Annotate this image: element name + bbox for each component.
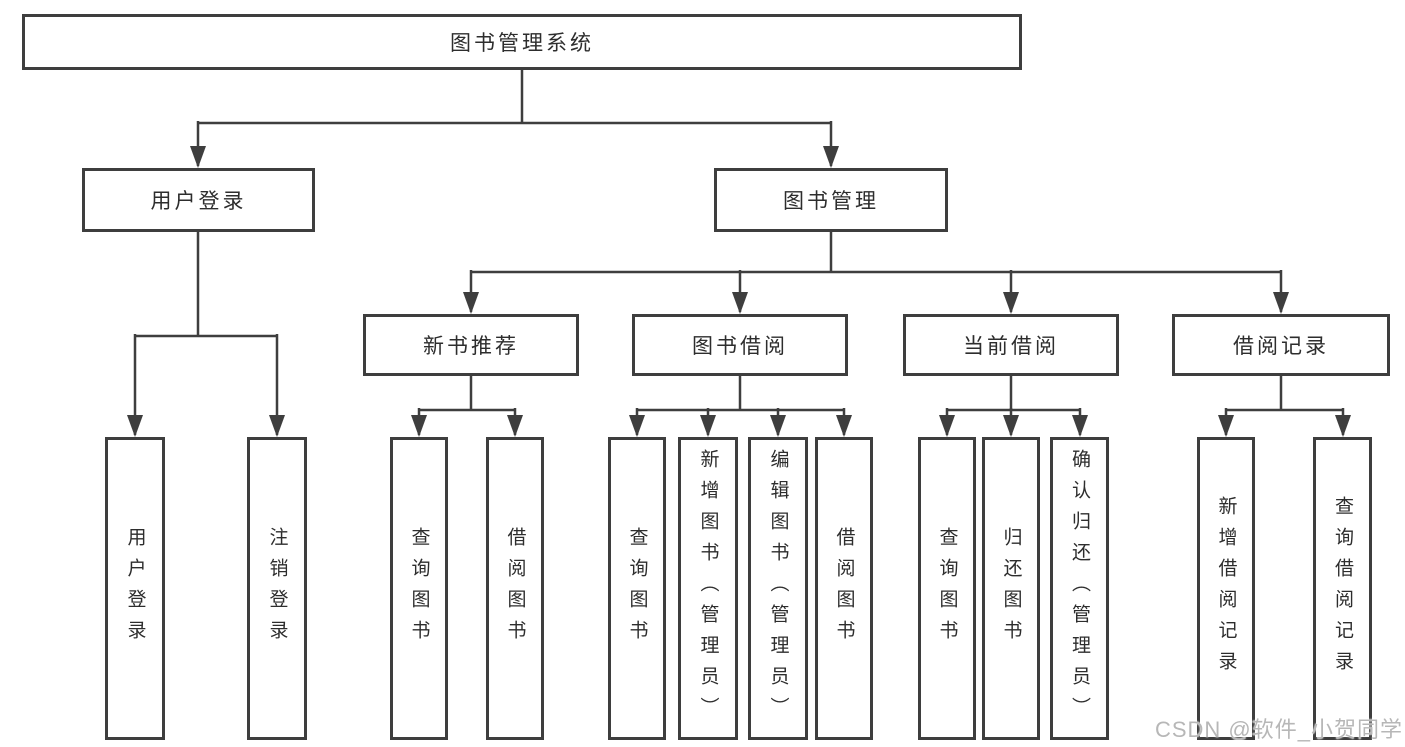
node-borrowing-records: 借阅记录 bbox=[1172, 314, 1390, 376]
node-leaf-user-login: 用户登录 bbox=[105, 437, 165, 740]
node-current-borrowing: 当前借阅 bbox=[903, 314, 1119, 376]
node-leaf-borrow-borrow: 借阅图书 bbox=[815, 437, 873, 740]
csdn-watermark: CSDN @软件_小贺同学 bbox=[1154, 717, 1403, 742]
node-leaf-records-query-label: 查询借阅记录 bbox=[1332, 495, 1353, 682]
node-leaf-current-query: 查询图书 bbox=[918, 437, 976, 740]
node-leaf-logout: 注销登录 bbox=[247, 437, 307, 740]
node-leaf-borrow-edit-label: 编辑图书（管理员） bbox=[767, 449, 789, 728]
node-book-borrowing: 图书借阅 bbox=[632, 314, 848, 376]
node-new-book-recommend-label: 新书推荐 bbox=[423, 335, 519, 358]
node-borrowing-records-label: 借阅记录 bbox=[1233, 335, 1329, 358]
node-leaf-current-query-label: 查询图书 bbox=[936, 526, 958, 651]
node-leaf-current-return-label: 归还图书 bbox=[1000, 526, 1022, 651]
node-leaf-newbook-query-label: 查询图书 bbox=[408, 526, 430, 651]
node-leaf-records-add: 新增借阅记录 bbox=[1197, 437, 1255, 740]
node-leaf-newbook-borrow: 借阅图书 bbox=[486, 437, 544, 740]
node-leaf-records-add-label: 新增借阅记录 bbox=[1215, 495, 1237, 682]
node-leaf-current-confirm-label: 确认归还（管理员） bbox=[1069, 449, 1090, 728]
node-new-book-recommend: 新书推荐 bbox=[363, 314, 579, 376]
node-leaf-borrow-query-label: 查询图书 bbox=[626, 526, 648, 651]
node-leaf-newbook-query: 查询图书 bbox=[390, 437, 448, 740]
node-leaf-borrow-query: 查询图书 bbox=[608, 437, 666, 740]
node-book-management: 图书管理 bbox=[714, 168, 948, 232]
node-leaf-newbook-borrow-label: 借阅图书 bbox=[504, 526, 526, 651]
node-leaf-logout-label: 注销登录 bbox=[266, 526, 288, 651]
node-root: 图书管理系统 bbox=[22, 14, 1022, 70]
node-book-borrowing-label: 图书借阅 bbox=[692, 335, 788, 358]
node-root-label: 图书管理系统 bbox=[450, 32, 594, 55]
node-leaf-records-query: 查询借阅记录 bbox=[1313, 437, 1372, 740]
node-current-borrowing-label: 当前借阅 bbox=[963, 335, 1059, 358]
node-leaf-user-login-label: 用户登录 bbox=[124, 526, 146, 651]
node-leaf-borrow-edit: 编辑图书（管理员） bbox=[748, 437, 808, 740]
node-user-login-label: 用户登录 bbox=[150, 190, 247, 213]
node-leaf-borrow-add-label: 新增图书（管理员） bbox=[697, 449, 719, 728]
node-leaf-current-confirm: 确认归还（管理员） bbox=[1050, 437, 1109, 740]
node-leaf-borrow-add: 新增图书（管理员） bbox=[678, 437, 738, 740]
node-leaf-borrow-borrow-label: 借阅图书 bbox=[833, 526, 855, 651]
node-leaf-current-return: 归还图书 bbox=[982, 437, 1040, 740]
node-user-login: 用户登录 bbox=[82, 168, 315, 232]
node-book-management-label: 图书管理 bbox=[783, 190, 879, 213]
